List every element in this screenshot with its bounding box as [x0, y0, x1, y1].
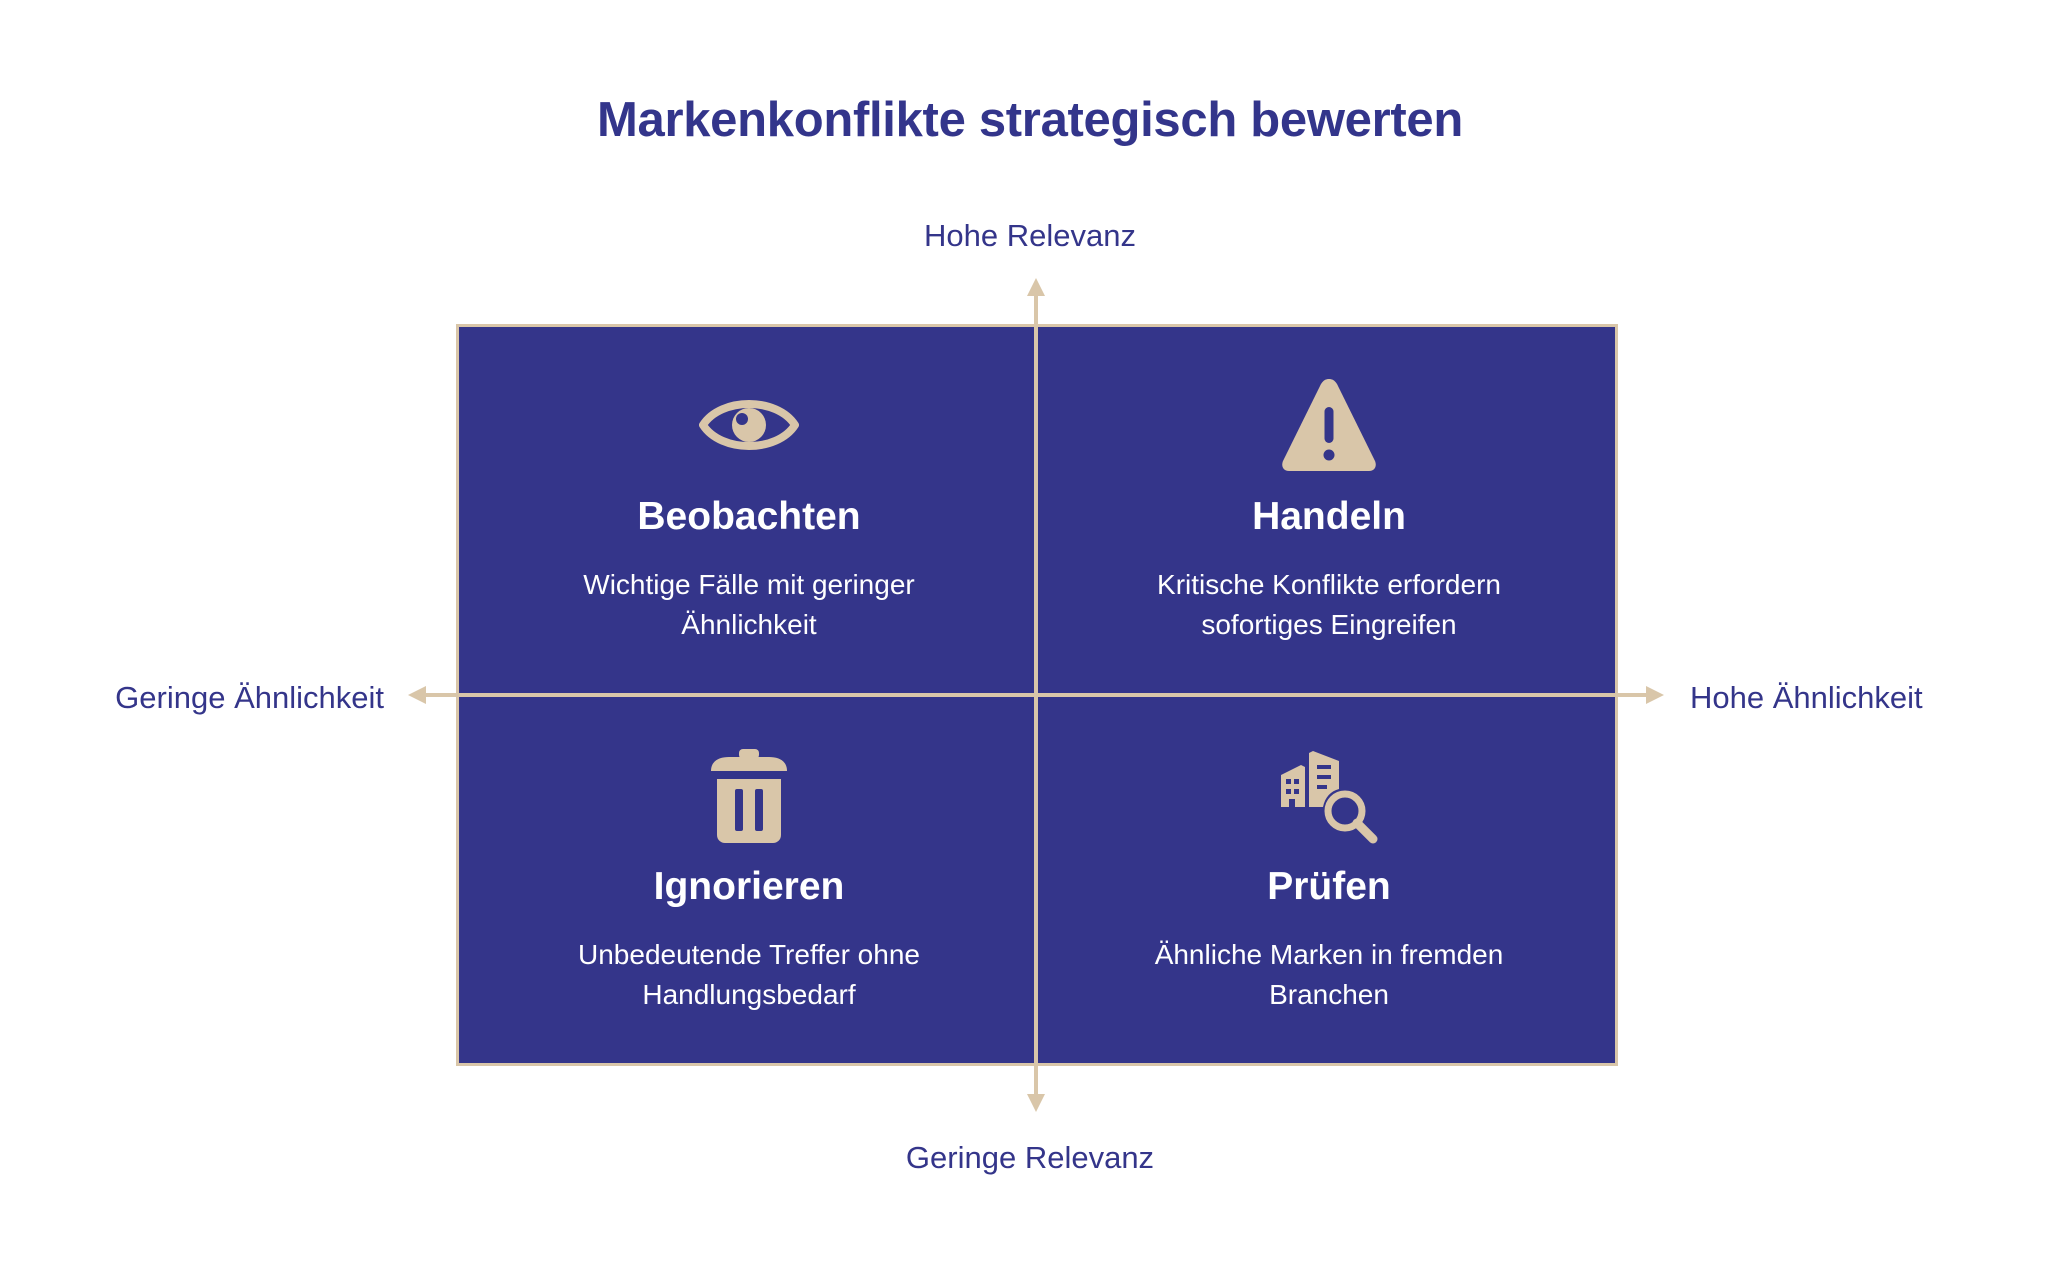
quadrant-description: Wichtige Fälle mit geringer Ähnlichkeit [583, 569, 915, 640]
diagram-title: Markenkonflikte strategisch bewerten [596, 93, 1464, 147]
quadrant-description: Unbedeutende Treffer ohne Handlungsbedar… [578, 939, 920, 1010]
quadrant-beobachten: Beobachten Wichtige Fälle mit geringer Ä… [459, 327, 1039, 697]
axis-label-low-relevance: Geringe Relevanz [905, 1140, 1155, 1175]
arrow-left-icon [408, 686, 426, 704]
arrow-down-icon [1027, 1094, 1045, 1112]
axis-label-high-similarity: Hohe Ähnlichkeit [1690, 680, 1923, 715]
axis-label-low-similarity: Geringe Ähnlichkeit [115, 680, 384, 715]
building-search-icon [1279, 745, 1379, 845]
quadrant-pruefen: Prüfen Ähnliche Marken in fremden Branch… [1039, 697, 1619, 1067]
quadrant-title: Beobachten [637, 495, 861, 538]
arrow-up-icon [1027, 278, 1045, 296]
horizontal-axis [408, 686, 1664, 704]
quadrant-title: Handeln [1252, 495, 1406, 538]
quadrant-description: Kritische Konflikte erfordern sofortiges… [1157, 569, 1501, 640]
quadrant-ignorieren: Ignorieren Unbedeutende Treffer ohne Han… [459, 697, 1039, 1067]
quadrant-description: Ähnliche Marken in fremden Branchen [1154, 939, 1504, 1010]
quadrant-title: Prüfen [1267, 865, 1391, 908]
trash-icon [699, 745, 799, 845]
warning-icon [1279, 375, 1379, 475]
quadrant-title: Ignorieren [653, 865, 845, 908]
quadrant-handeln: Handeln Kritische Konflikte erfordern so… [1039, 327, 1619, 697]
arrow-right-icon [1646, 686, 1664, 704]
axis-label-high-relevance: Hohe Relevanz [924, 218, 1136, 253]
eye-icon [699, 375, 799, 475]
